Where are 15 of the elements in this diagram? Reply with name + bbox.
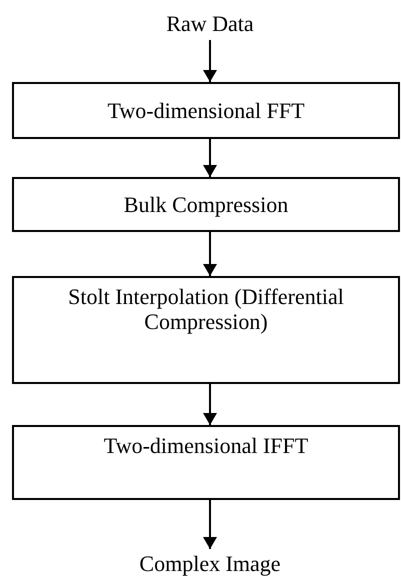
process-box	[12, 276, 400, 384]
process-box	[12, 82, 400, 139]
arrow	[203, 500, 217, 549]
arrow	[203, 232, 217, 276]
box-label: Two-dimensional FFT	[107, 98, 305, 123]
box-label: Stolt Interpolation (Differential Compression)	[67, 284, 345, 334]
box-label: Two-dimensional IFFT	[104, 433, 308, 458]
box-label: Bulk Compression	[124, 192, 288, 217]
arrow	[203, 139, 217, 177]
flow-label: Complex Image	[139, 550, 281, 576]
process-box	[12, 425, 400, 500]
flow-label: Raw Data	[166, 10, 254, 36]
arrow	[203, 384, 217, 425]
process-box	[12, 177, 400, 232]
arrow	[203, 40, 217, 82]
